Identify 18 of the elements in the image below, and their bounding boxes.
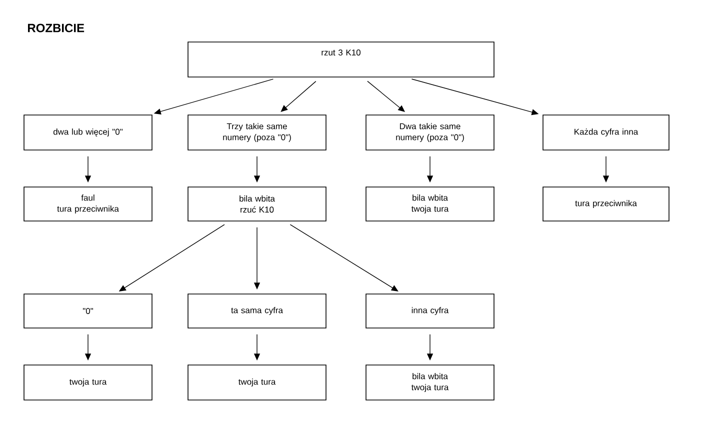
box: Trzy takie same numery (poza "0") xyxy=(188,114,326,150)
box: ta sama cyfra xyxy=(188,294,326,328)
box: tura przeciwnika xyxy=(542,186,670,222)
box: bila wbita twoja tura xyxy=(366,186,494,222)
box: inna cyfra xyxy=(366,294,494,328)
arrow xyxy=(290,224,398,292)
box: rzut 3 K10 xyxy=(188,42,494,78)
box: bila wbita rzuć K10 xyxy=(188,186,326,222)
box: faul tura przeciwnika xyxy=(24,186,152,222)
arrow xyxy=(280,80,316,112)
box: Dwa takie same numery (poza "0") xyxy=(366,114,494,150)
box: "0" xyxy=(24,294,152,328)
box: twoja tura xyxy=(188,364,326,400)
box: Każda cyfra inna xyxy=(542,114,670,150)
box: bila wbita twoja tura xyxy=(366,364,494,400)
box: dwa lub więcej "0" xyxy=(24,114,152,150)
box: twoja tura xyxy=(24,364,152,400)
title: ROZBICIE xyxy=(28,24,84,32)
